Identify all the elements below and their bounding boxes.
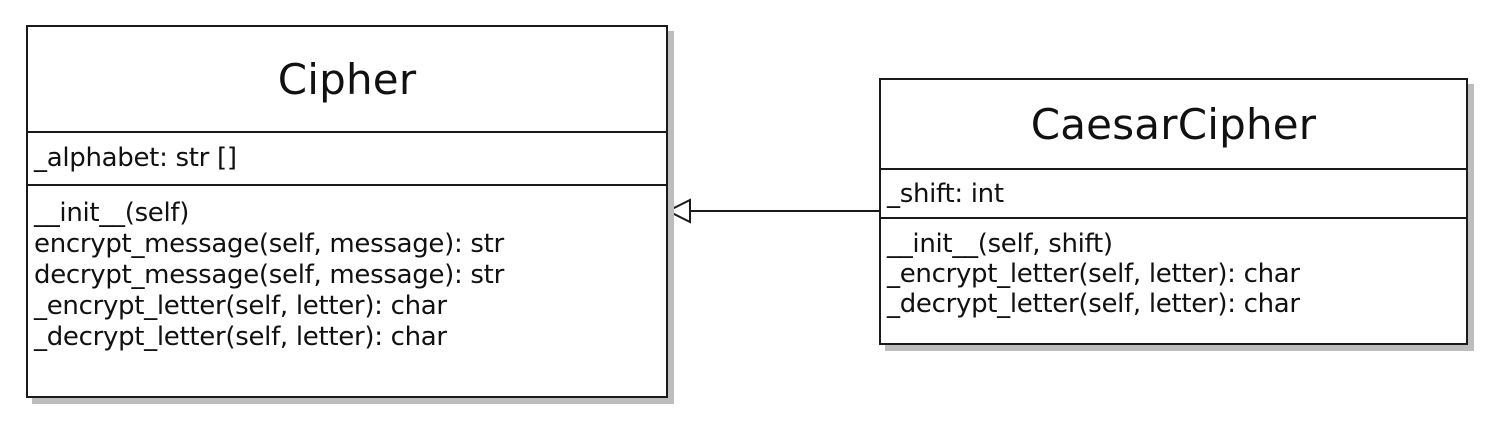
caesar-cipher-method-init: __init__(self, shift): [887, 229, 1113, 259]
caesar-cipher-method-decrypt-letter: _decrypt_letter(self, letter): char: [887, 289, 1300, 319]
cipher-method-decrypt-letter: _decrypt_letter(self, letter): char: [34, 322, 447, 352]
cipher-method-init: __init__(self): [34, 198, 190, 228]
cipher-attributes: _alphabet: str []: [28, 133, 666, 186]
cipher-method-decrypt-message: decrypt_message(self, message): str: [34, 260, 504, 290]
generalization-arrowhead: [665, 198, 691, 224]
caesar-cipher-method-encrypt-letter: _encrypt_letter(self, letter): char: [887, 259, 1300, 289]
cipher-methods: __init__(self) encrypt_message(self, mes…: [28, 186, 666, 353]
caesar-cipher-attributes: _shift: int: [881, 170, 1466, 219]
caesar-cipher-class-box[interactable]: CaesarCipher _shift: int __init__(self, …: [879, 78, 1468, 345]
caesar-cipher-class-name: CaesarCipher: [881, 80, 1466, 170]
caesar-cipher-methods: __init__(self, shift) _encrypt_letter(se…: [881, 219, 1466, 319]
cipher-method-encrypt-message: encrypt_message(self, message): str: [34, 229, 504, 259]
cipher-method-encrypt-letter: _encrypt_letter(self, letter): char: [34, 291, 447, 321]
cipher-class-name: Cipher: [28, 27, 666, 133]
caesar-cipher-attribute-shift: _shift: int: [887, 179, 1004, 209]
cipher-class-box[interactable]: Cipher _alphabet: str [] __init__(self) …: [26, 25, 668, 398]
cipher-attribute-alphabet: _alphabet: str []: [34, 143, 237, 173]
